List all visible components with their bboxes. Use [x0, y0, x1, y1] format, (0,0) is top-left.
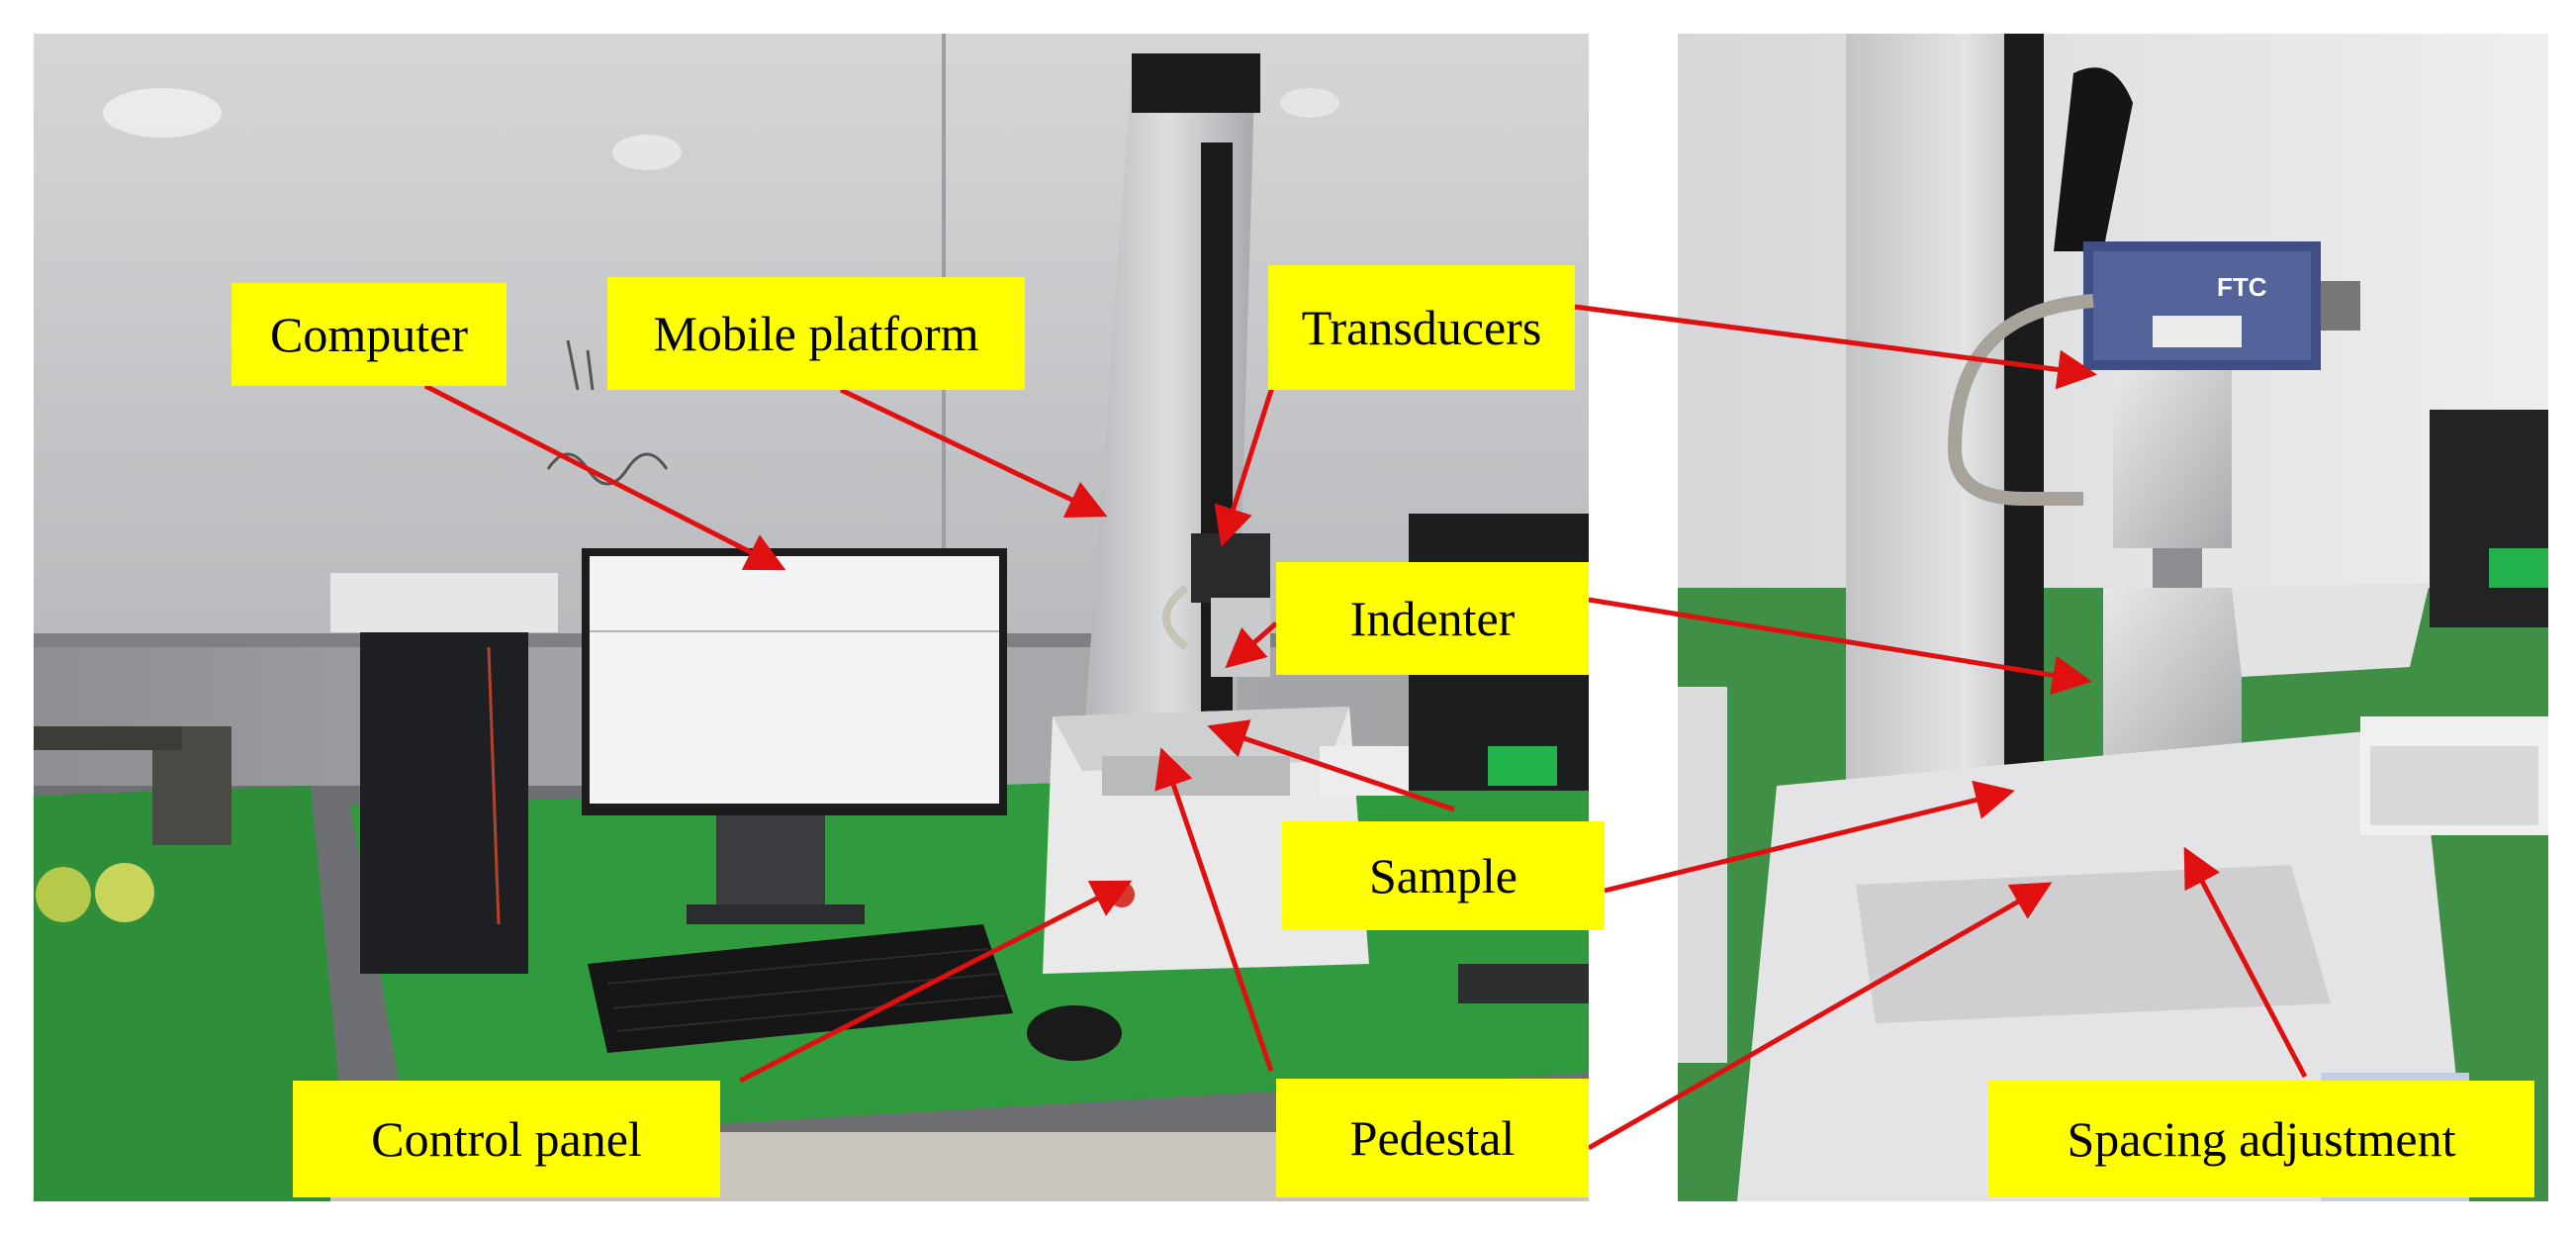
label-computer: Computer	[231, 283, 506, 386]
label-transducers: Transducers	[1268, 265, 1575, 390]
label-mobile-platform: Mobile platform	[607, 277, 1025, 390]
label-sample: Sample	[1282, 821, 1605, 930]
label-spacing-adjustment: Spacing adjustment	[1988, 1081, 2534, 1197]
photo-testing-machine-closeup: FTC	[1678, 34, 2548, 1201]
label-indenter: Indenter	[1276, 562, 1589, 675]
sensor-brand-text: FTC	[2217, 272, 2267, 302]
label-control-panel: Control panel	[293, 1081, 720, 1197]
label-pedestal: Pedestal	[1276, 1079, 1589, 1197]
closeup-photo-illustration: FTC	[1678, 34, 2548, 1201]
